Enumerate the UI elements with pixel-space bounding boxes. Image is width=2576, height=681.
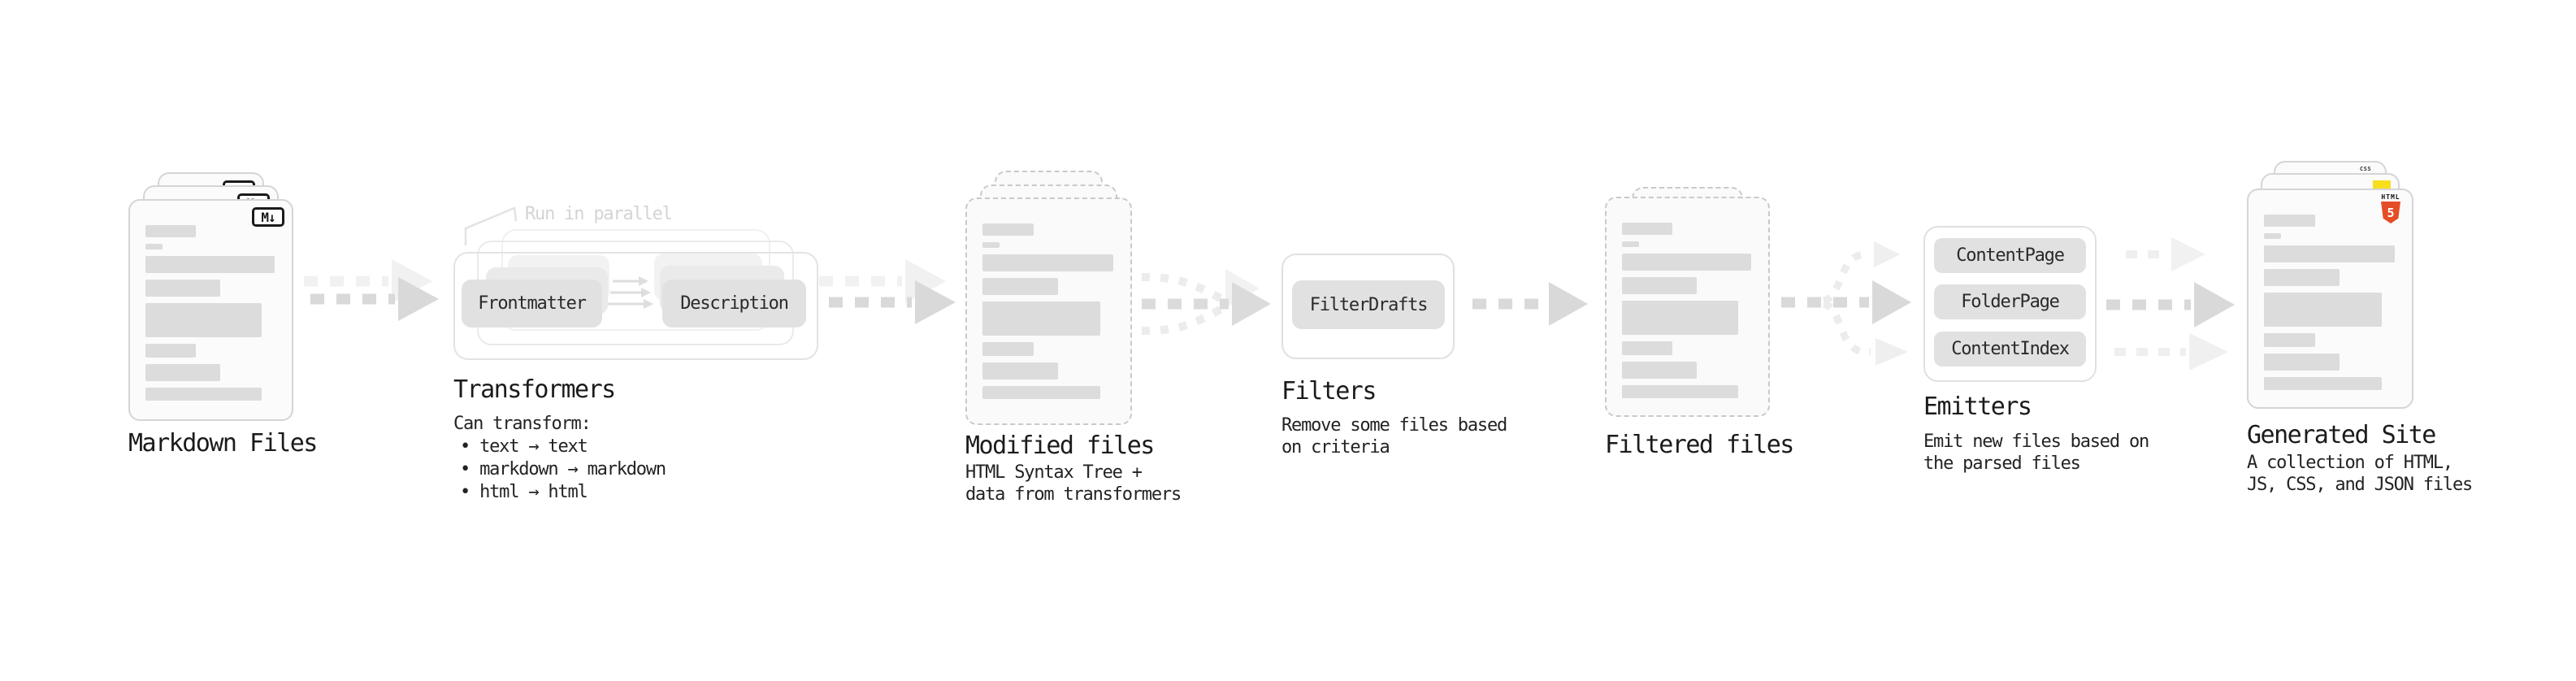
generated-site-label: Generated Site xyxy=(2247,421,2436,449)
css-icon-label: CSS xyxy=(2359,166,2372,172)
text-line-bar xyxy=(1622,301,1739,335)
document-text-lines xyxy=(145,225,275,401)
text-line-bar xyxy=(2264,354,2340,371)
text-line-bar xyxy=(145,344,196,358)
html5-icon: HTML 5 xyxy=(2380,193,2401,223)
text-line-bar xyxy=(145,388,262,401)
contentpage-button: ContentPage xyxy=(1934,238,2086,273)
document-text-lines xyxy=(982,223,1113,399)
transformer-box-front xyxy=(453,252,818,360)
description-button: Description xyxy=(662,280,806,327)
emitters-title: Emitters xyxy=(1923,393,2032,421)
html5-icon-glyph: 5 xyxy=(2387,205,2395,220)
html5-icon-label: HTML xyxy=(2381,193,2400,201)
text-line-bar xyxy=(145,244,163,249)
filtered-files-label: Filtered files xyxy=(1605,431,1794,459)
text-line-bar xyxy=(145,303,262,337)
text-line-bar xyxy=(1622,254,1751,271)
generated-site-caption: A collection of HTML, JS, CSS, and JSON … xyxy=(2247,452,2473,496)
transformers-title: Transformers xyxy=(453,375,616,404)
caption-line: data from transformers xyxy=(965,484,1182,505)
caption-line: the parsed files xyxy=(1923,453,2081,474)
text-line-bar xyxy=(982,278,1059,295)
file-card-front xyxy=(1605,197,1770,417)
caption-line: Emit new files based on xyxy=(1923,432,2149,452)
caption-line: Remove some files based xyxy=(1281,415,1507,436)
contentindex-button: ContentIndex xyxy=(1934,332,2086,367)
flow-arrows-emitters-to-generated xyxy=(2106,237,2235,371)
caption-line: JS, CSS, and JSON files xyxy=(2247,475,2473,495)
text-line-bar xyxy=(1622,277,1698,294)
text-line-bar xyxy=(982,362,1059,380)
caption-line: • html → html xyxy=(460,482,588,502)
text-line-bar xyxy=(145,256,275,273)
text-line-bar xyxy=(1622,385,1739,398)
text-line-bar xyxy=(1622,341,1672,355)
flow-arrow-transformers-to-modified xyxy=(819,259,956,324)
text-line-bar xyxy=(2264,333,2315,347)
folderpage-button: FolderPage xyxy=(1934,284,2086,319)
text-line-bar xyxy=(2264,215,2315,227)
file-card-front: M↓ xyxy=(128,199,293,421)
caption-line: • markdown → markdown xyxy=(460,459,666,479)
emitters-caption: Emit new files based on the parsed files xyxy=(1923,431,2149,475)
filters-title: Filters xyxy=(1281,377,1377,406)
text-line-bar xyxy=(1622,241,1639,247)
caption-line: • text → text xyxy=(460,436,588,457)
text-line-bar xyxy=(982,342,1034,356)
filters-caption: Remove some files based on criteria xyxy=(1281,414,1507,458)
markdown-icon: M↓ xyxy=(252,207,284,227)
modified-files-caption: HTML Syntax Tree + data from transformer… xyxy=(965,462,1182,505)
document-text-lines xyxy=(1622,223,1751,398)
frontmatter-button: Frontmatter xyxy=(462,280,602,327)
text-line-bar xyxy=(145,280,221,297)
text-line-bar xyxy=(2264,293,2382,327)
text-line-bar xyxy=(982,242,1000,248)
caption-line: Can transform: xyxy=(453,414,592,434)
flow-arrow-filtered-to-emitters-split xyxy=(1781,241,1911,366)
caption-line: A collection of HTML, xyxy=(2247,453,2453,473)
text-line-bar xyxy=(145,364,221,381)
text-line-bar xyxy=(2264,377,2382,390)
text-line-bar xyxy=(982,386,1100,399)
text-line-bar xyxy=(1622,223,1672,235)
markdown-files-label: Markdown Files xyxy=(128,429,318,458)
file-card-front: HTML 5 xyxy=(2247,189,2413,409)
text-line-bar xyxy=(982,301,1100,336)
text-line-bar xyxy=(145,225,196,237)
flow-arrow-markdown-to-transformers xyxy=(304,259,439,321)
text-line-bar xyxy=(1622,362,1698,379)
document-text-lines xyxy=(2264,215,2395,390)
text-line-bar xyxy=(2264,245,2395,262)
file-card-front xyxy=(965,197,1132,425)
text-line-bar xyxy=(982,223,1034,236)
transformers-caption: Can transform: • text → text • markdown … xyxy=(453,413,666,504)
filters-box xyxy=(1281,254,1455,359)
caption-line: on criteria xyxy=(1281,437,1390,458)
flow-arrow-modified-to-filters-merge xyxy=(1141,269,1271,335)
emitters-box xyxy=(1923,226,2097,382)
text-line-bar xyxy=(2264,269,2340,286)
caption-line: HTML Syntax Tree + xyxy=(965,462,1143,483)
text-line-bar xyxy=(982,254,1113,271)
filterdrafts-button: FilterDrafts xyxy=(1292,280,1445,329)
text-line-bar xyxy=(2264,233,2281,239)
flow-arrow-filters-to-filtered xyxy=(1472,282,1588,326)
run-in-parallel-annotation: Run in parallel xyxy=(525,204,673,224)
modified-files-label: Modified files xyxy=(965,432,1155,460)
